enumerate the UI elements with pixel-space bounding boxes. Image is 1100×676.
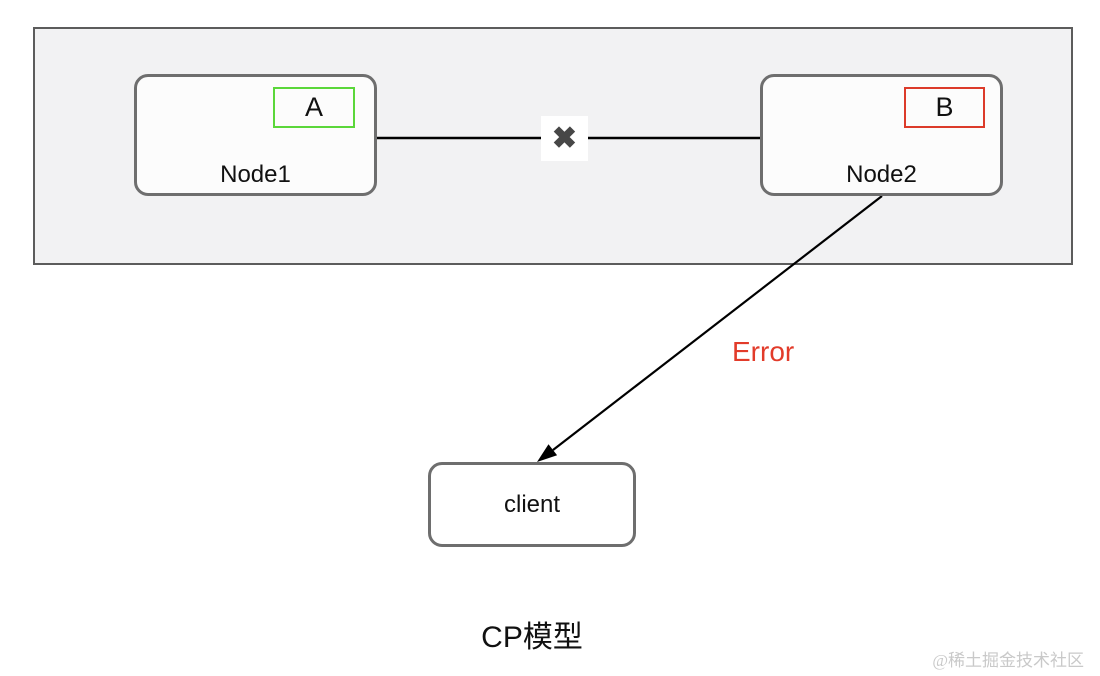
error-label: Error — [732, 336, 795, 367]
node1-label: Node1 — [220, 161, 291, 188]
x-glyph: ✖ — [551, 121, 578, 155]
error-arrow-head — [537, 444, 558, 462]
diagram-caption: CP模型 — [481, 621, 583, 654]
node1-badge-a: A — [273, 87, 355, 128]
node2-label: Node2 — [846, 161, 917, 188]
client-label: client — [503, 490, 561, 518]
watermark-text: @稀土掘金技术社区 — [932, 651, 1084, 670]
badge-a-label: A — [304, 92, 323, 122]
node2-box: B Node2 — [760, 74, 1003, 196]
badge-b-label: B — [935, 92, 954, 122]
node2-badge-b: B — [904, 87, 985, 128]
node1-box: A Node1 — [134, 74, 377, 196]
broken-link-x-icon: ✖ — [541, 116, 588, 161]
client-box: client — [428, 462, 636, 547]
